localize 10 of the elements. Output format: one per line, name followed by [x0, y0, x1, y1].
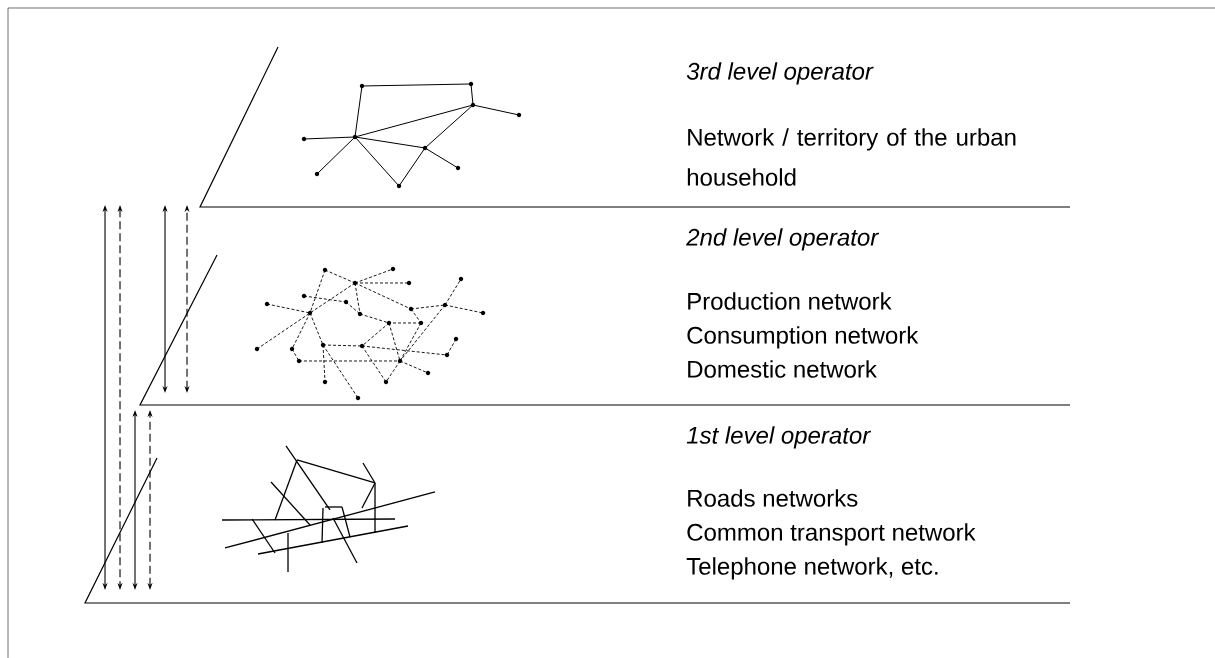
level-heading: 2nd level operator [686, 228, 880, 251]
description-text: Telephone network, etc. [686, 557, 938, 580]
description-text: Consumption network [687, 326, 919, 349]
level-heading: 1st level operator [686, 426, 872, 449]
description-text: Common transport network [687, 523, 976, 546]
description-text: Network / territory of the urban household [687, 128, 1016, 186]
description-text: Production network [688, 292, 892, 310]
level-heading: 3rd level operator [686, 62, 874, 85]
description-text: Domestic network [688, 360, 877, 378]
description-text: Roads networks [688, 489, 858, 507]
